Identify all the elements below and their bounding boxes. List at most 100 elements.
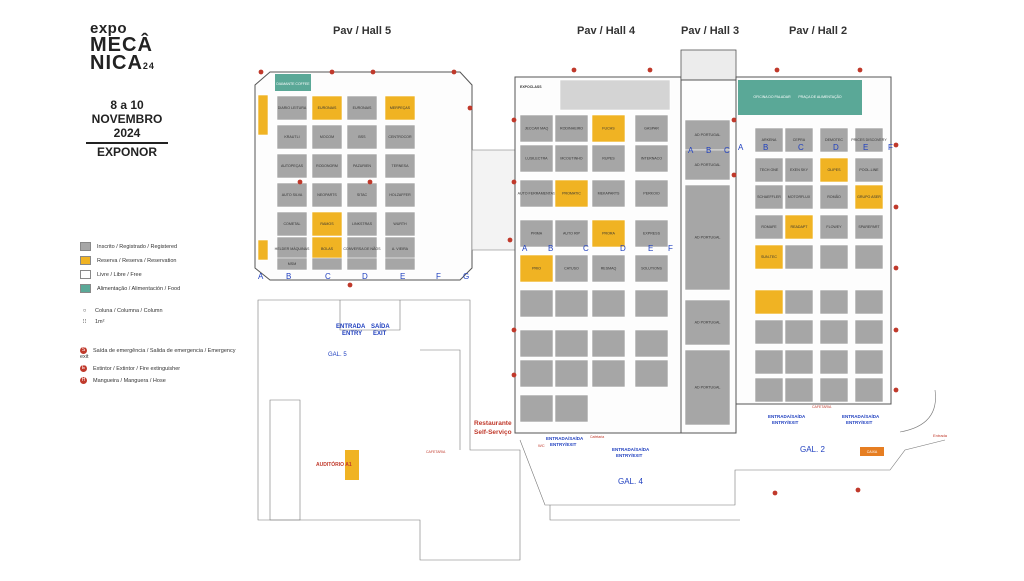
stand-h3-2 <box>684 184 731 291</box>
stand-h4-5-label: MCOUTINHO <box>560 157 582 161</box>
hall2-letter-E: E <box>863 143 868 152</box>
stand-h4-11-label: PERKOIO <box>643 192 660 196</box>
saida-label-hall5: SAÍDA <box>371 322 390 330</box>
safety-markers <box>258 67 899 496</box>
stand-h4-16 <box>519 254 554 283</box>
stand-h5-0 <box>276 95 308 121</box>
hall5-letter-E: E <box>400 272 405 281</box>
stand-h3-1-label: AD PORTUGAL <box>695 163 721 167</box>
stand-h2-25 <box>784 319 814 345</box>
legend-column: Coluna / Columna / Column <box>95 308 163 314</box>
stand-h4-17-label: CATUSO <box>564 267 579 271</box>
stand-h2-11 <box>854 184 884 210</box>
legend-fire-extinguisher: Extintor / Extintor / Fire extinguisher <box>93 365 181 372</box>
stand-h5-1 <box>311 95 343 121</box>
stand-h2-23 <box>854 289 884 315</box>
stand-h5-1-label: EURONAIS <box>318 106 337 110</box>
stand-h5-25 <box>311 257 343 271</box>
entry-exit-hall4-b: ENTRY/EXIT <box>550 442 577 447</box>
stand-h2-20 <box>754 289 784 315</box>
stand-h5-10 <box>346 153 378 179</box>
stand-h4-9 <box>554 179 589 208</box>
stand-h4-3 <box>634 114 669 143</box>
hall2-letter-D: D <box>833 143 839 152</box>
emergency-exit-icon <box>774 67 780 73</box>
date-month: NOVEMBRO <box>91 112 163 126</box>
emergency-exit-icon <box>855 487 861 493</box>
stand-h3-0 <box>684 119 731 151</box>
legend-registered: Inscrito / Registrado / Registered <box>97 243 178 250</box>
legend-hose: Mangueira / Manguera / Hose <box>93 377 166 384</box>
entrada-label-hall5: ENTRADA <box>336 324 366 330</box>
connecting-corridor <box>471 149 518 251</box>
stand-h5-7 <box>384 124 416 150</box>
hall4-letter-C: C <box>583 244 589 253</box>
stand-h4-6 <box>591 144 626 173</box>
hall2-letter-C: C <box>798 143 804 152</box>
stand-h5-9-label: RODONORM <box>316 164 338 168</box>
emergency-exit-icon <box>857 67 863 73</box>
gal4-label: GAL. 4 <box>618 477 643 486</box>
stand-h4-16-label: PRIO <box>532 267 541 271</box>
hall3-letter-C: C <box>724 146 730 155</box>
hall4-letter-F: F <box>668 244 673 253</box>
stand-h5-side-a <box>257 94 269 136</box>
stand-h2-5 <box>784 157 814 183</box>
stand-h5-15-label: HOLZAFFER <box>389 193 411 197</box>
stand-h5-0-label: DIARIO LEITURA <box>278 106 307 110</box>
stand-h2-13-label: READAPT <box>791 225 809 229</box>
stand-h5-4 <box>276 124 308 150</box>
legend-status: Inscrito / Registrado / Registered Reser… <box>80 242 240 293</box>
stand-h2-15 <box>854 214 884 240</box>
hall4-letter-B: B <box>548 244 553 253</box>
hall5-letter-D: D <box>362 272 368 281</box>
stand-h5-20-label: HELDER MÁQUINAS <box>275 247 310 251</box>
stand-h2-9 <box>784 184 814 210</box>
stand-h2-11-label: GRUPO ASER <box>857 195 881 199</box>
hall5-letter-C: C <box>325 272 331 281</box>
stand-h4-20 <box>519 289 554 318</box>
emergency-exit-icon <box>347 282 353 288</box>
stand-h4-26 <box>591 329 626 358</box>
stand-h5-13 <box>311 182 343 208</box>
emergency-exit-icon <box>731 117 737 123</box>
stand-h2-22 <box>819 289 849 315</box>
stand-h2-10-label: ROMÃO <box>827 194 841 199</box>
stand-h2-6-label: OLIPES <box>828 168 842 172</box>
stand-h2-14-label: FLOWEY <box>826 225 842 229</box>
square-meter-icon: ⁝⁝ <box>82 319 87 325</box>
stand-h4-15 <box>634 219 669 248</box>
hall2-letter-A: A <box>738 143 744 152</box>
stand-h2-12-label: ROMAFE <box>761 225 777 229</box>
food-area-hall5 <box>275 74 311 91</box>
hall5-letter-A: A <box>258 272 264 281</box>
emergency-exit-icon <box>451 69 457 75</box>
emergency-exit-icon <box>893 265 899 271</box>
stand-h4-17 <box>554 254 589 283</box>
stand-h2-4 <box>754 157 784 183</box>
stand-h4-33 <box>554 394 589 423</box>
stand-h4-13-label: AUTO RIP <box>563 232 581 236</box>
stand-h5-14-label: SITAC <box>357 193 368 197</box>
stand-h4-7 <box>634 144 669 173</box>
stand-h4-6-label: RUPES <box>602 157 615 161</box>
stand-h4-5 <box>554 144 589 173</box>
stand-h3-2-label: AD PORTUGAL <box>695 236 721 240</box>
stand-h4-25 <box>554 329 589 358</box>
stand-h2-15-label: SPAREPART <box>858 225 880 229</box>
stand-h5-2 <box>346 95 378 121</box>
hall4-letter-A: A <box>522 244 528 253</box>
logo-word-expo: expo <box>90 20 128 37</box>
stand-h4-24 <box>519 329 554 358</box>
legend-square-meter: 1m² <box>95 319 105 325</box>
stand-h5-22-label: CONVERSA DE NÃOS <box>343 246 381 251</box>
emergency-exit-icon <box>772 490 778 496</box>
stand-h4-0 <box>519 114 554 143</box>
emergency-exit-icon <box>511 372 517 378</box>
stand-h5-6 <box>346 124 378 150</box>
stand-h4-3-label: GASPAR <box>644 127 659 131</box>
stand-h4-29 <box>554 359 589 388</box>
entry-exit-hall2b-b: ENTRY/EXIT <box>846 420 873 425</box>
